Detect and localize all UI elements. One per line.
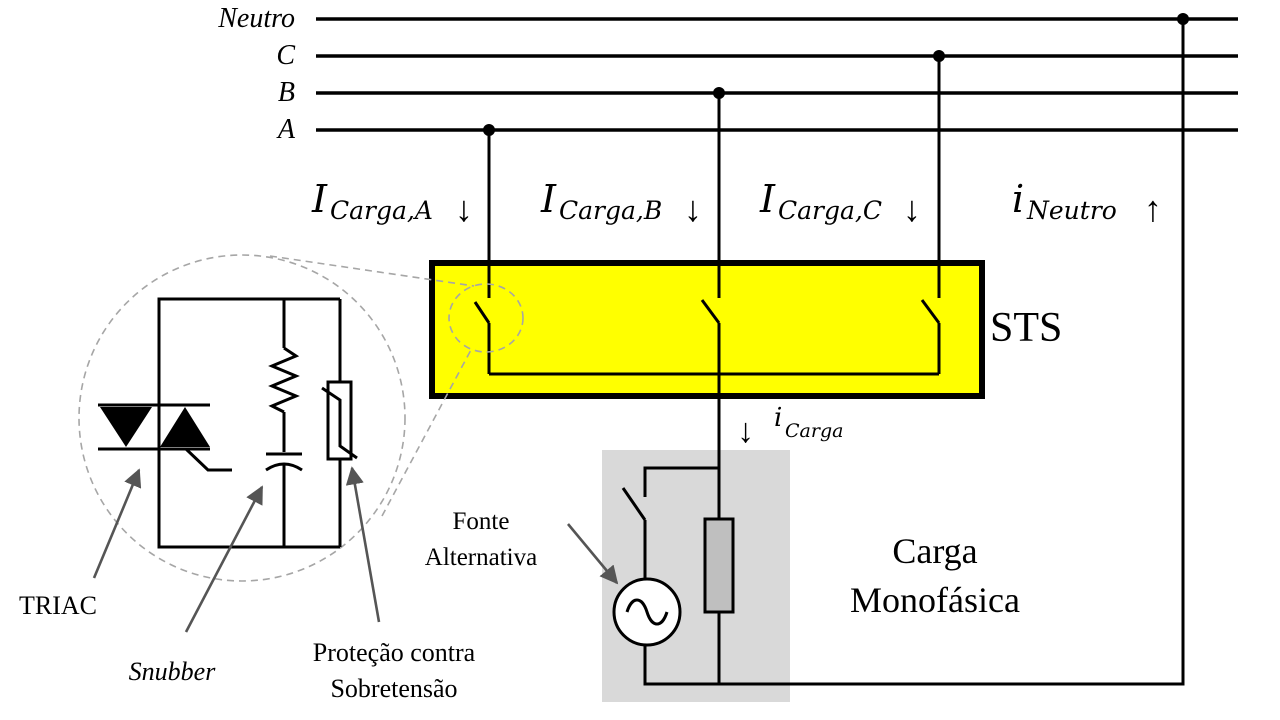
svg-text:↑: ↑ xyxy=(1144,189,1162,229)
source-label-line1: Fonte xyxy=(453,508,510,535)
current-label-neutro: i Neutro ↑ xyxy=(1012,177,1162,229)
current-label-carga: ↓ i Carga xyxy=(737,403,843,450)
phase-c-label: C xyxy=(276,40,295,71)
svg-text:↓: ↓ xyxy=(737,413,754,450)
current-label-b: I Carga,B ↓ xyxy=(540,177,702,229)
triac-label: TRIAC xyxy=(19,591,97,620)
svg-text:I: I xyxy=(759,177,776,221)
snubber-pointer-arrow xyxy=(184,485,264,633)
zoom-source-ellipse xyxy=(448,283,524,353)
svg-text:↓: ↓ xyxy=(455,189,473,229)
svg-text:Carga: Carga xyxy=(785,420,843,442)
svg-text:i: i xyxy=(774,403,782,433)
svg-text:Carga,B: Carga,B xyxy=(559,196,662,225)
load-resistor xyxy=(703,517,735,614)
sine-wave-icon xyxy=(625,598,669,626)
alternate-source-switch xyxy=(621,487,647,521)
triac-icon xyxy=(98,403,232,472)
snubber-resistor-icon xyxy=(268,346,300,414)
phase-b-label: B xyxy=(278,77,295,108)
phase-a-label: A xyxy=(276,114,296,145)
current-label-c: I Carga,C ↓ xyxy=(759,177,921,229)
neutro-label: Neutro xyxy=(217,3,295,34)
svg-text:Carga,C: Carga,C xyxy=(778,196,882,225)
load-title-line2: Monofásica xyxy=(850,580,1020,620)
snubber-label: Snubber xyxy=(129,657,217,686)
detail-circuit xyxy=(98,297,358,549)
source-pointer-arrow xyxy=(566,523,619,585)
zoom-callout-line-top xyxy=(269,255,475,287)
svg-text:Neutro: Neutro xyxy=(1026,196,1117,225)
svg-text:I: I xyxy=(540,177,557,221)
protection-pointer-arrow xyxy=(345,466,381,623)
current-label-a: I Carga,A ↓ xyxy=(311,177,473,229)
protection-label-line1: Proteção contra xyxy=(313,638,476,667)
switch-b xyxy=(700,299,721,450)
source-label-line2: Alternativa xyxy=(425,544,537,571)
triac-pointer-arrow xyxy=(92,468,142,579)
svg-text:I: I xyxy=(311,177,328,221)
sts-box xyxy=(429,260,985,399)
sts-label: STS xyxy=(990,305,1062,351)
switch-c xyxy=(920,299,941,374)
detail-zoom-circle xyxy=(78,254,406,582)
svg-text:Carga,A: Carga,A xyxy=(330,196,433,225)
load-circuit xyxy=(612,450,735,684)
svg-text:i: i xyxy=(1012,177,1024,221)
protection-label-line2: Sobretensão xyxy=(330,674,457,703)
switch-a xyxy=(473,301,491,374)
svg-text:↓: ↓ xyxy=(684,189,702,229)
load-background xyxy=(602,450,790,702)
zoom-callout-line-bottom xyxy=(381,347,473,517)
svg-text:↓: ↓ xyxy=(903,189,921,229)
load-title-line1: Carga xyxy=(892,531,977,571)
